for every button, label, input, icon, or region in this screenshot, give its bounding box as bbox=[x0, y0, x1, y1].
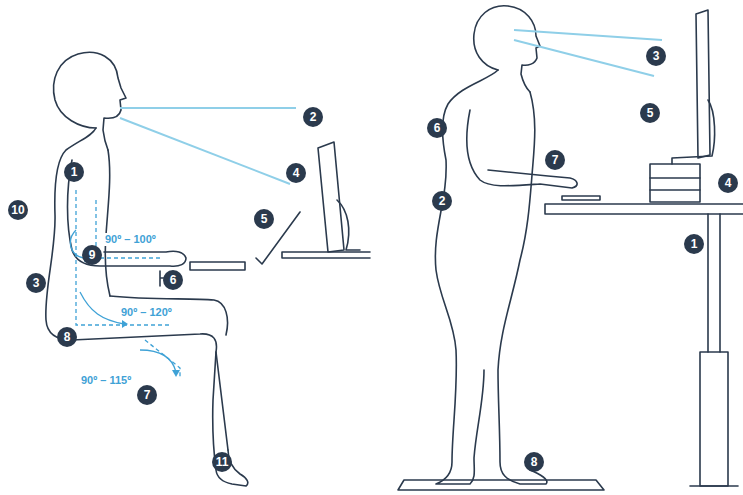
angle-label: 90º – 115º bbox=[80, 374, 132, 387]
callout-number: 6 bbox=[163, 270, 183, 290]
callout-number: 5 bbox=[640, 103, 660, 123]
callout-number: 7 bbox=[545, 150, 565, 170]
callout-number: 3 bbox=[26, 273, 46, 293]
callout-number: 8 bbox=[524, 452, 544, 472]
callout-number: 10 bbox=[8, 200, 28, 220]
callout-number: 7 bbox=[137, 385, 157, 405]
callout-number: 6 bbox=[427, 118, 447, 138]
callout-number: 2 bbox=[303, 107, 323, 127]
callout-number: 5 bbox=[254, 209, 274, 229]
callout-number: 2 bbox=[432, 191, 452, 211]
callout-number: 4 bbox=[718, 173, 738, 193]
callout-number: 1 bbox=[684, 234, 704, 254]
callout-number: 9 bbox=[82, 245, 102, 265]
angle-label: 90º – 120º bbox=[120, 306, 173, 319]
callout-number: 4 bbox=[286, 163, 306, 183]
callout-number: 11 bbox=[212, 452, 232, 472]
callout-number: 1 bbox=[64, 162, 84, 182]
callout-number: 8 bbox=[57, 327, 77, 347]
callout-number: 3 bbox=[646, 46, 666, 66]
angle-label: 90º – 100º bbox=[104, 233, 157, 246]
